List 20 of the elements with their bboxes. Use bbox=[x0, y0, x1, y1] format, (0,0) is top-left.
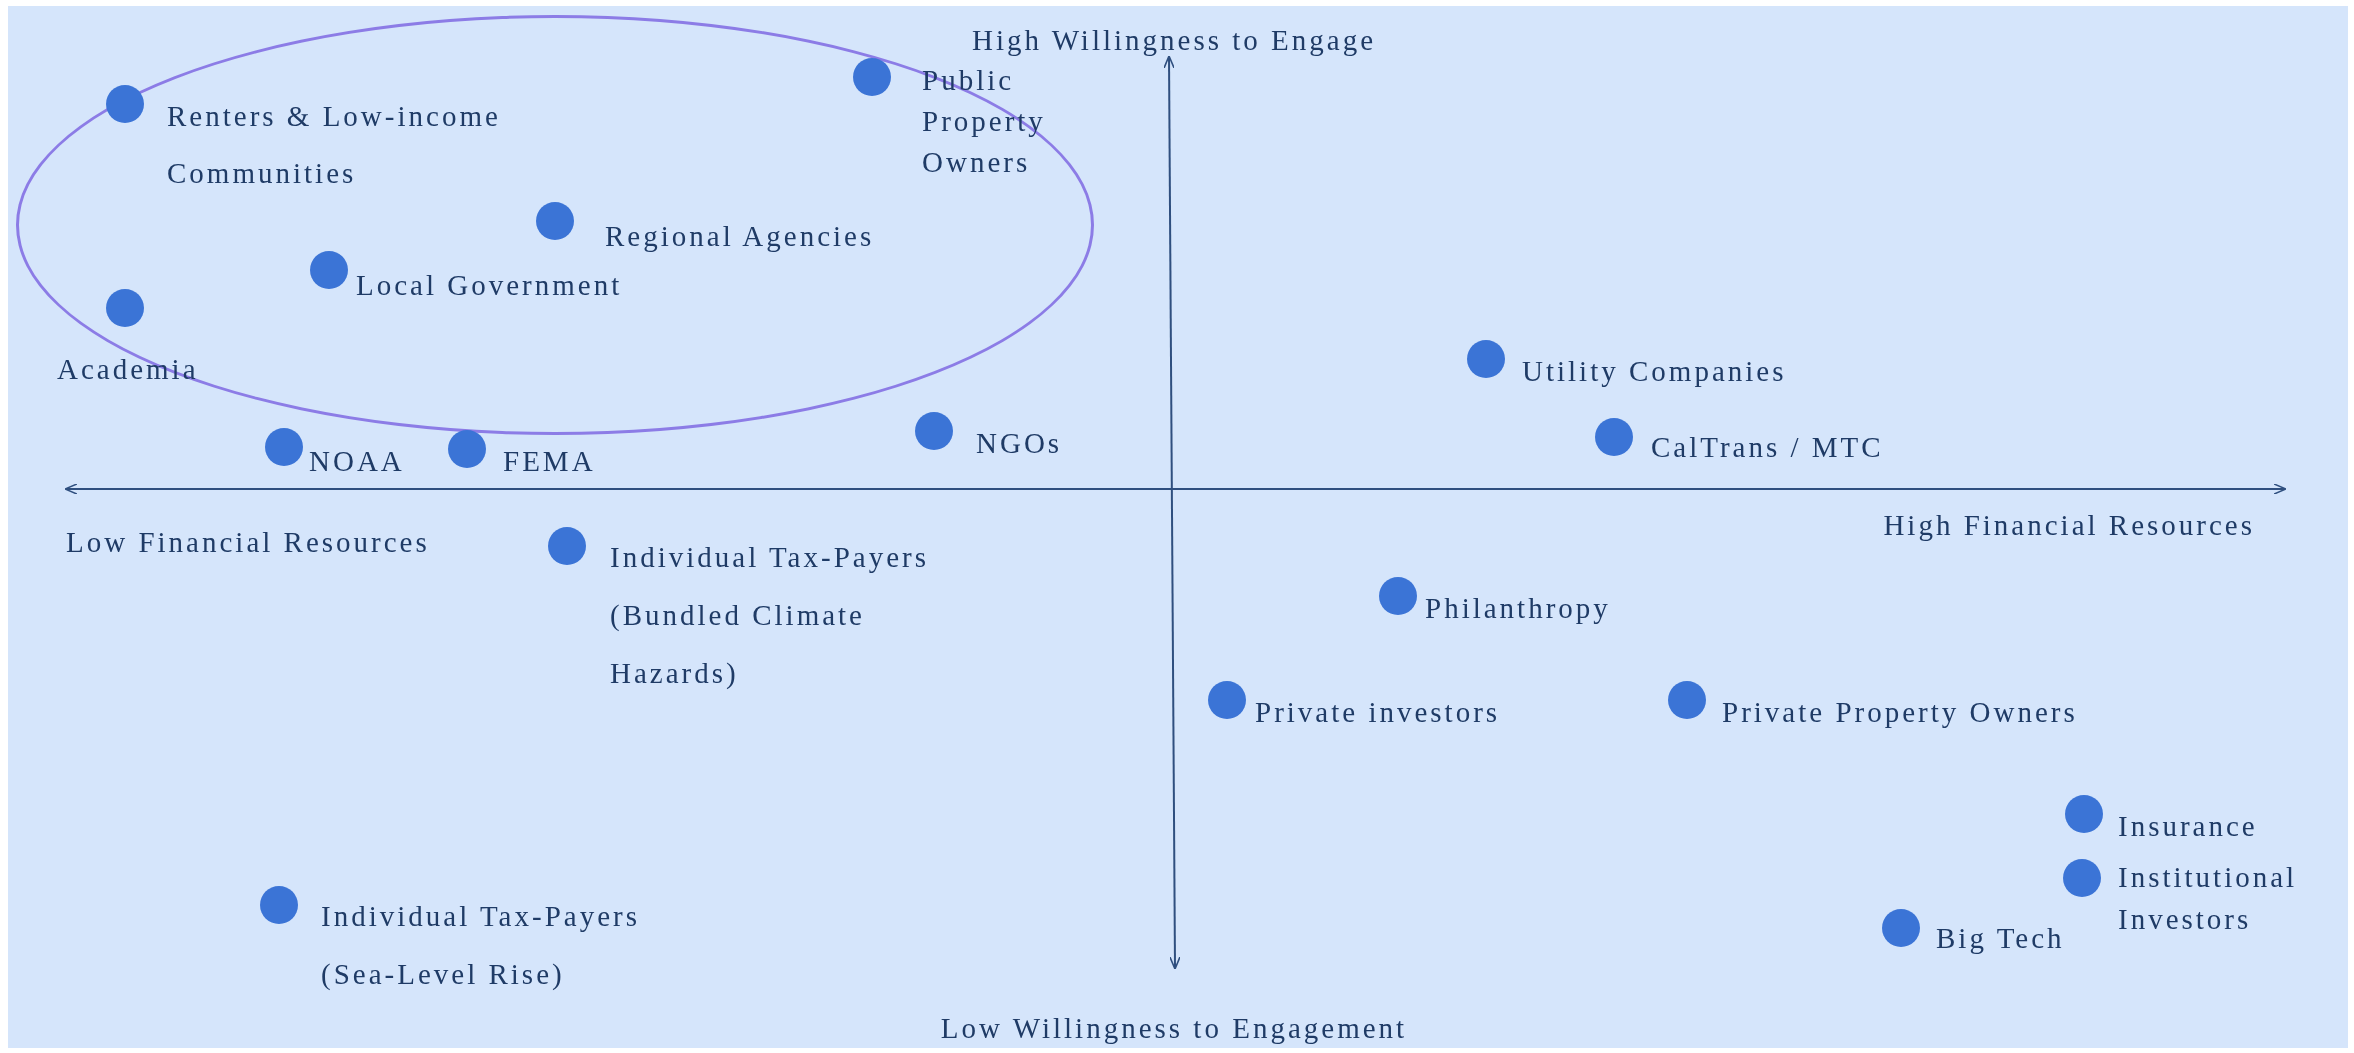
stakeholder-label: FEMA bbox=[503, 443, 596, 479]
stakeholder-label: Individual Tax-Payers (Bundled Climate Hazards) bbox=[610, 540, 930, 691]
stakeholder-label: Local Government bbox=[356, 267, 623, 303]
axis-label: High Financial Resources bbox=[1883, 508, 2255, 543]
stakeholder-label: Institutional Investors bbox=[2118, 860, 2299, 937]
stakeholder-label: Insurance bbox=[2118, 808, 2258, 844]
axis-label: Low Financial Resources bbox=[66, 525, 430, 560]
stakeholder-label: CalTrans / MTC bbox=[1651, 429, 1884, 465]
stakeholder-label: NGOs bbox=[976, 425, 1063, 461]
stakeholder-label: Utility Companies bbox=[1522, 353, 1787, 389]
stakeholder-label: Big Tech bbox=[1936, 920, 2065, 956]
axis-label: Low Willingness to Engagement bbox=[940, 1011, 1408, 1046]
stakeholder-label: Philanthropy bbox=[1425, 590, 1611, 626]
stakeholder-label: Private Property Owners bbox=[1722, 694, 2078, 730]
stakeholder-label: Private investors bbox=[1255, 694, 1501, 730]
stakeholder-label: Individual Tax-Payers (Sea-Level Rise) bbox=[321, 899, 641, 992]
stakeholder-label: NOAA bbox=[309, 443, 405, 479]
stakeholder-label: Regional Agencies bbox=[605, 218, 875, 254]
axis-label: High Willingness to Engage bbox=[971, 23, 1377, 58]
stakeholder-label: Renters & Low-income Communities bbox=[167, 98, 502, 191]
